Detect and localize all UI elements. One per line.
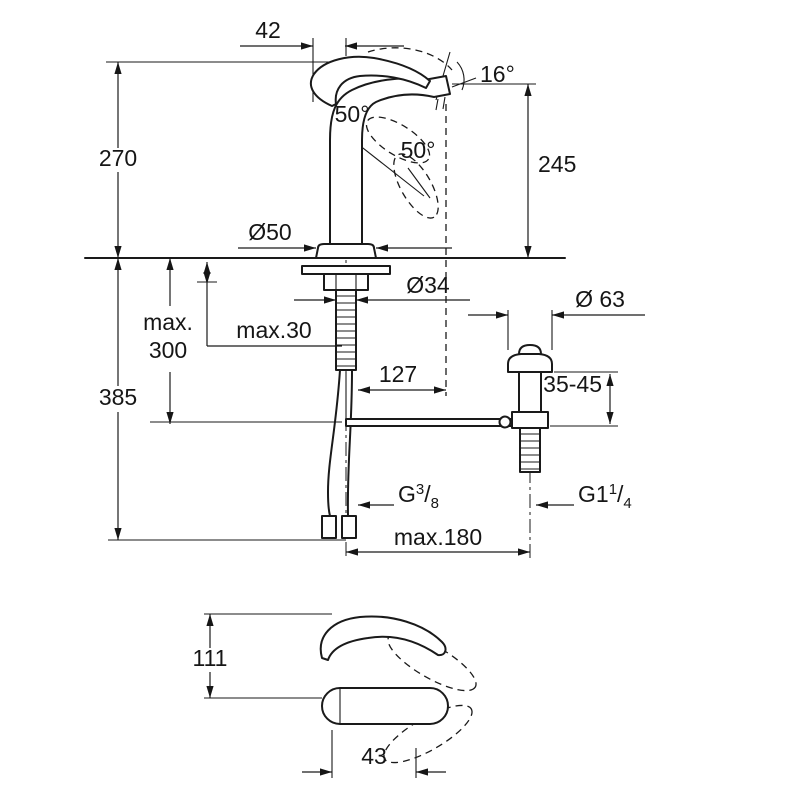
dim-handle-swivel-b-label: 50° bbox=[401, 137, 436, 163]
plan-spout-body bbox=[321, 687, 449, 725]
faucet-front-view bbox=[84, 55, 566, 539]
plan-lever bbox=[319, 615, 447, 661]
dim-supply-thread-label: G3/8 bbox=[398, 481, 439, 512]
supply-hose-right bbox=[346, 369, 353, 517]
dim-handle-swivel-a-label: 50° bbox=[335, 101, 370, 127]
drain-plug-knob bbox=[518, 344, 542, 355]
drain-body bbox=[518, 371, 542, 413]
dim-overall-height-label: 270 bbox=[99, 145, 137, 171]
dim-drain-thread-label: G11/4 bbox=[578, 481, 632, 512]
extension-lines bbox=[106, 38, 618, 778]
dim-drain-flange-diameter-label: Ø 63 bbox=[575, 286, 625, 312]
dim-deck-thickness-label: max.30 bbox=[236, 317, 311, 343]
faucet-body-spout bbox=[329, 75, 451, 246]
mounting-washer bbox=[301, 265, 391, 275]
faucet-plan-view bbox=[319, 615, 449, 725]
dim-below-deck-max-value: 300 bbox=[149, 337, 187, 363]
drain-assembly bbox=[507, 344, 553, 473]
dim-drain-clamp-range-label: 35-45 bbox=[543, 371, 602, 397]
dim-plan-height-label: 111 bbox=[193, 645, 228, 671]
drain-thread-hatch bbox=[520, 433, 540, 470]
dim-drain-center-distance-label: max.180 bbox=[394, 524, 482, 550]
drain-flange bbox=[507, 353, 553, 373]
faucet-base bbox=[315, 243, 377, 259]
hose-connector-left bbox=[321, 515, 337, 539]
dim-lever-offset-label: 42 bbox=[255, 17, 281, 43]
dim-plan-offset-label: 43 bbox=[361, 743, 387, 769]
aerator-icon bbox=[435, 96, 446, 111]
dim-base-diameter-label: Ø50 bbox=[248, 219, 291, 245]
supply-hose-left bbox=[327, 369, 341, 517]
shank-thread-hatch bbox=[336, 295, 356, 367]
faucet-lever bbox=[309, 55, 431, 107]
dimension-lines bbox=[114, 42, 645, 776]
hose-connector-right bbox=[341, 515, 357, 539]
pop-up-rod bbox=[345, 418, 513, 427]
dim-hole-diameter-label: Ø34 bbox=[406, 272, 450, 298]
dim-spout-reach-label: 127 bbox=[379, 361, 417, 387]
dim-spout-angle-label: 16° bbox=[480, 61, 515, 87]
dimension-labels: 42 16° 50° 50° 270 245 Ø50 Ø34 Ø 63 max.… bbox=[99, 17, 632, 769]
mounting-nut bbox=[323, 273, 369, 291]
dim-supply-height-label: 385 bbox=[99, 384, 137, 410]
rod-ball-joint bbox=[498, 415, 512, 429]
drain-clamp-nut bbox=[511, 411, 549, 429]
dim-below-deck-max-word: max. bbox=[143, 309, 193, 335]
dim-spout-outlet-height-label: 245 bbox=[538, 151, 576, 177]
threaded-shank bbox=[335, 289, 357, 371]
drain-tailpiece bbox=[519, 427, 541, 473]
